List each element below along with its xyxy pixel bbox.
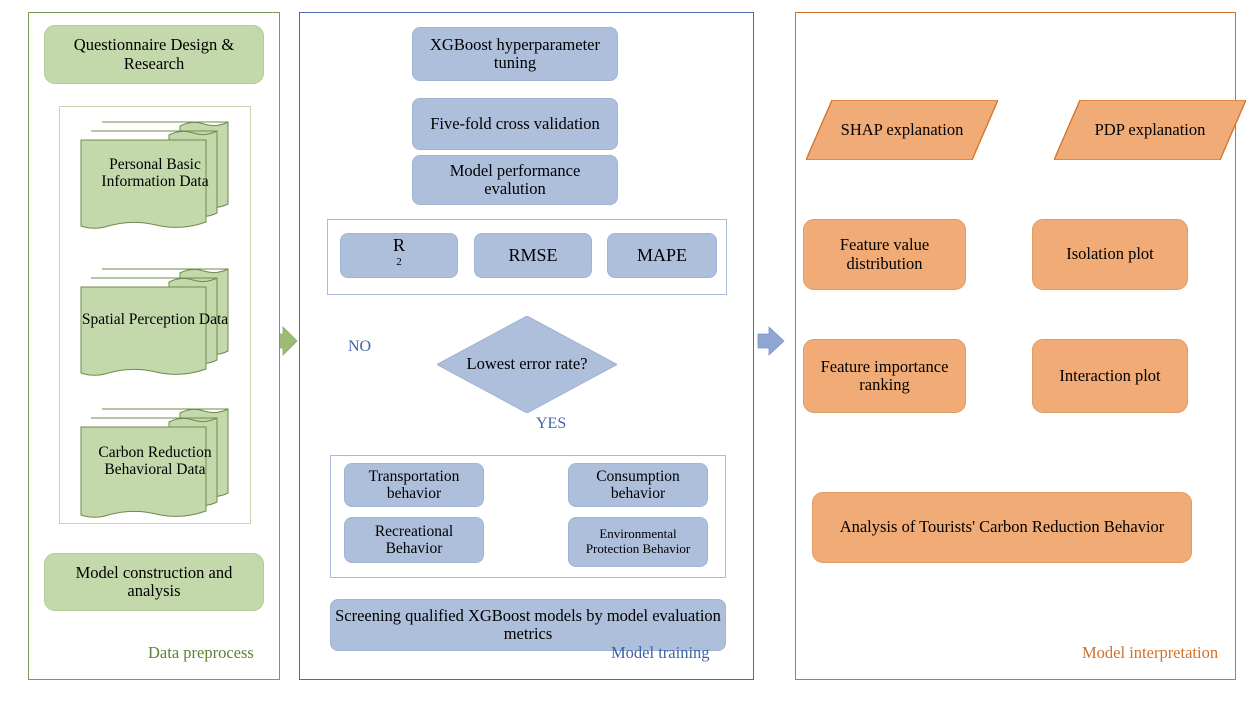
node-consumption-behavior-label: Consumption behavior [596,467,680,502]
node-questionnaire-design[interactable]: Questionnaire Design & Research [44,25,264,84]
node-model-performance-evaluation-label: Model performance evalution [449,160,581,198]
node-pdp-explanation-label: PDP explanation [1094,119,1206,139]
node-analysis-tourists-carbon-reduction-label: Analysis of Tourists' Carbon Reduction B… [839,517,1165,537]
node-xgboost-hyperparameter-tuning-label: XGBoost hyperparameter tuning [430,34,600,72]
panel-label-model-interpretation: Model interpretation [1082,643,1219,662]
node-xgboost-hyperparameter-tuning[interactable]: XGBoost hyperparameter tuning [412,27,618,81]
node-feature-importance-ranking[interactable]: Feature importance ranking [803,339,966,413]
node-metric-rmse-label: RMSE [508,245,558,266]
node-shap-explanation-label: SHAP explanation [840,119,964,139]
node-consumption-behavior[interactable]: Consumption behavior [568,463,708,507]
node-five-fold-cross-validation-label: Five-fold cross validation [430,113,600,133]
node-transportation-behavior[interactable]: Transportation behavior [344,463,484,507]
node-model-construction-analysis[interactable]: Model construction and analysis [44,553,264,611]
node-carbon-reduction-behavioral-data[interactable]: Carbon Reduction Behavioral Data [80,405,230,518]
node-model-construction-analysis-label: Model construction and analysis [75,562,233,600]
edge-label-yes: YES [536,415,567,432]
node-transportation-behavior-label: Transportation behavior [368,467,460,502]
node-metric-rmse[interactable]: RMSE [474,233,592,278]
node-model-performance-evaluation[interactable]: Model performance evalution [412,155,618,205]
node-spatial-perception-data[interactable]: Spatial Perception Data [80,265,230,376]
node-shap-explanation[interactable]: SHAP explanation [806,100,998,160]
node-personal-basic-information-data[interactable]: Personal Basic Information Data [80,118,230,229]
node-isolation-plot[interactable]: Isolation plot [1032,219,1188,290]
node-analysis-tourists-carbon-reduction[interactable]: Analysis of Tourists' Carbon Reduction B… [812,492,1192,563]
node-decision-lowest-error-rate-label: Lowest error rate? [466,354,588,374]
node-isolation-plot-label: Isolation plot [1066,244,1154,264]
node-recreational-behavior[interactable]: Recreational Behavior [344,517,484,563]
panel-label-data-preprocess: Data preprocess [148,643,254,662]
node-feature-value-distribution-label: Feature value distribution [839,235,930,273]
node-pdp-explanation[interactable]: PDP explanation [1054,100,1246,160]
node-metric-mape[interactable]: MAPE [607,233,717,278]
panel-label-model-training: Model training [611,643,710,662]
node-five-fold-cross-validation[interactable]: Five-fold cross validation [412,98,618,150]
node-screening-qualified-models[interactable]: Screening qualified XGBoost models by mo… [330,599,726,651]
node-environmental-protection-behavior[interactable]: Environmental Protection Behavior [568,517,708,567]
metrics-frame [327,219,727,295]
node-feature-importance-ranking-label: Feature importance ranking [820,356,949,394]
node-interaction-plot[interactable]: Interaction plot [1032,339,1188,413]
node-questionnaire-design-label: Questionnaire Design & Research [73,35,235,73]
node-screening-qualified-models-label: Screening qualified XGBoost models by mo… [335,605,721,643]
arrow-training-to-interpretation [757,326,785,356]
node-interaction-plot-label: Interaction plot [1059,365,1161,385]
node-feature-value-distribution[interactable]: Feature value distribution [803,219,966,290]
node-decision-lowest-error-rate[interactable]: Lowest error rate? [437,316,617,413]
edge-label-no: NO [348,338,372,355]
behaviors-frame [330,455,726,578]
data-sources-frame [59,106,251,524]
node-environmental-protection-behavior-label: Environmental Protection Behavior [585,526,691,556]
node-recreational-behavior-label: Recreational Behavior [374,522,454,557]
node-metric-mape-label: MAPE [636,245,687,266]
